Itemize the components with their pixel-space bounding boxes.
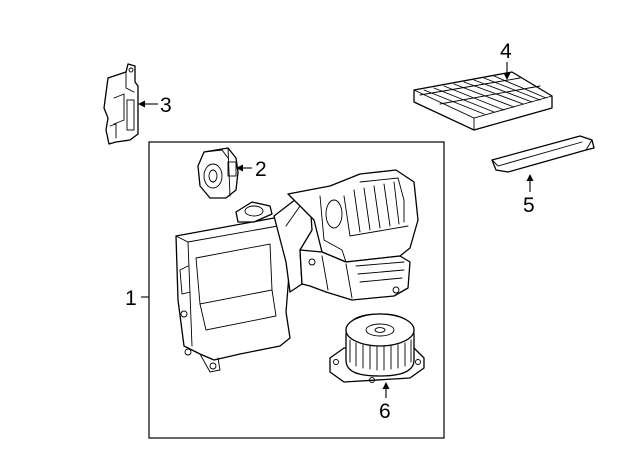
- callout-5-label: 5: [523, 194, 535, 217]
- assembly-frame: [148, 141, 445, 439]
- damper-slats: [353, 181, 400, 233]
- servo-actuator-motor-icon[interactable]: [197, 147, 239, 199]
- callout-2-label: 2: [255, 158, 267, 181]
- filter-access-cover-icon[interactable]: [491, 135, 595, 173]
- hvac-heater-box-assembly-icon[interactable]: [175, 169, 419, 373]
- cabin-air-filter-icon[interactable]: [413, 71, 553, 131]
- blower-fins: [349, 339, 412, 371]
- callout-3-label: 3: [160, 94, 172, 117]
- callout-6-label: 6: [379, 400, 391, 423]
- leader-lines: [138, 62, 534, 398]
- filter-pleats: [419, 75, 547, 115]
- callout-1-label: 1: [125, 287, 137, 310]
- mounting-bracket-icon[interactable]: [103, 63, 139, 145]
- blower-motor-icon[interactable]: [329, 313, 425, 383]
- callout-4-label: 4: [500, 40, 512, 63]
